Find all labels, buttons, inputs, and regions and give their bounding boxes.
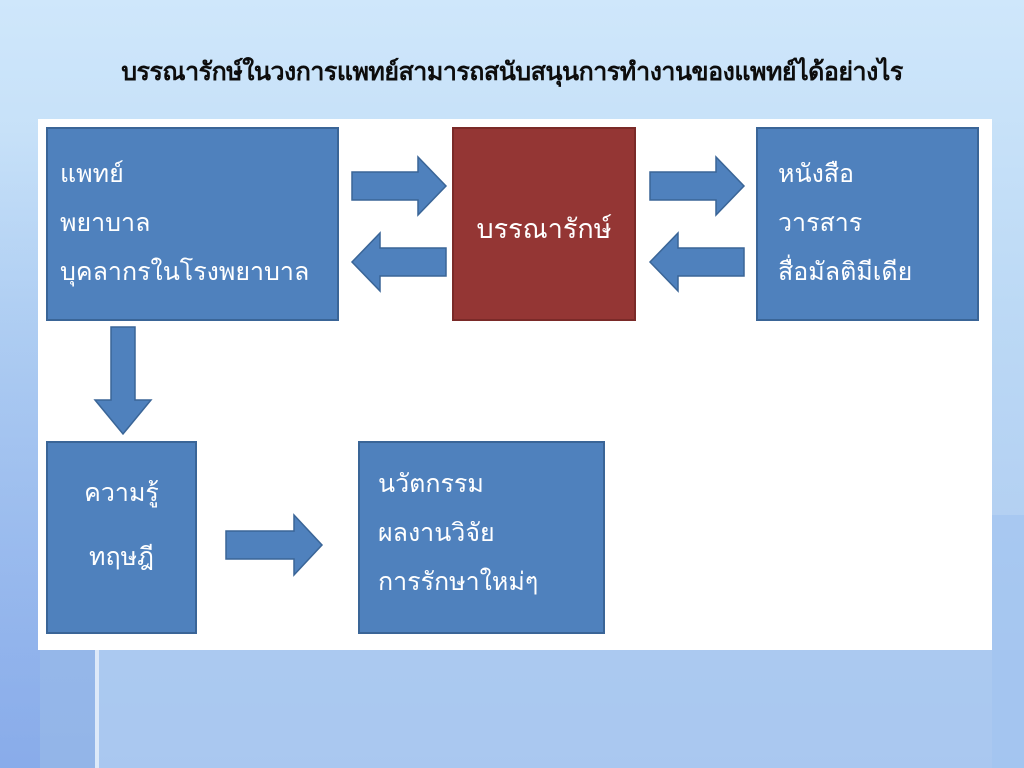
background-block-left xyxy=(40,650,95,768)
media-line-multimedia: สื่อมัลติมีเดีย xyxy=(778,257,913,286)
slide-title: บรรณารักษ์ในวงการแพทย์สามารถสนับสนุนการท… xyxy=(121,57,903,86)
background-strip xyxy=(95,650,99,768)
staff-line-hospital-personnel: บุคลากรในโรงพยาบาล xyxy=(60,257,310,286)
librarian-label: บรรณารักษ์ xyxy=(476,214,612,245)
innovation-line-innovation: นวัตกรรม xyxy=(378,469,484,498)
background-gradient-left xyxy=(0,130,40,768)
staff-line-nurse: พยาบาล xyxy=(60,208,151,237)
background-block-bottom xyxy=(95,650,1024,768)
knowledge-line-theory: ทฤษฎี xyxy=(89,542,154,571)
librarian-box: บรรณารักษ์ xyxy=(452,127,636,321)
innovation-line-research: ผลงานวิจัย xyxy=(378,518,495,547)
staff-box: แพทย์ พยาบาล บุคลากรในโรงพยาบาล xyxy=(46,127,339,321)
staff-line-doctor: แพทย์ xyxy=(60,159,124,188)
knowledge-box: ความรู้ ทฤษฎี xyxy=(46,441,197,634)
knowledge-line-knowledge: ความรู้ xyxy=(84,478,159,507)
media-line-journals: วารสาร xyxy=(778,208,863,237)
innovation-box: นวัตกรรม ผลงานวิจัย การรักษาใหม่ๆ xyxy=(358,441,605,634)
media-line-books: หนังสือ xyxy=(778,159,855,188)
media-box: หนังสือ วารสาร สื่อมัลติมีเดีย xyxy=(756,127,979,321)
background-block-right xyxy=(992,515,1024,768)
innovation-line-new-treatments: การรักษาใหม่ๆ xyxy=(378,567,539,596)
